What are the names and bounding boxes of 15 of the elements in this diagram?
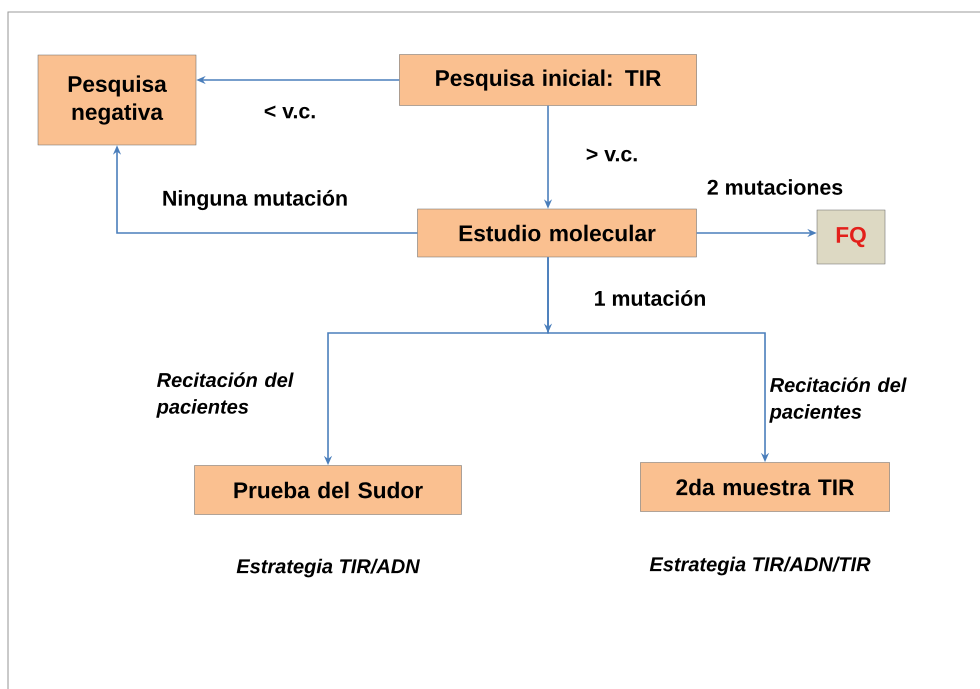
process-box: Prueba del Sudor <box>194 465 462 515</box>
strategy-note: Estrategia TIR/ADN <box>236 558 420 578</box>
edge-label: > v.c. <box>586 148 637 162</box>
process-box: FQ <box>816 210 886 264</box>
edge-label: < v.c. <box>264 106 315 118</box>
strategy-note: Estrategia TIR/ADN/TIR <box>650 556 870 576</box>
annotation: 1 mutación <box>595 290 705 306</box>
process-box: Estudio molecular <box>417 208 697 258</box>
edge-label: Recitación del pacientes <box>156 372 294 418</box>
process-box: Pesquisa negativa <box>38 54 196 146</box>
edge-label: 2 mutaciones <box>708 179 842 195</box>
process-box: 2da muestra TIR <box>640 462 890 512</box>
process-box: Pesquisa inicial: TIR <box>399 54 697 106</box>
edge-label: Ninguna mutación <box>163 190 347 210</box>
edge-label: Recitación del pacientes <box>769 377 907 423</box>
